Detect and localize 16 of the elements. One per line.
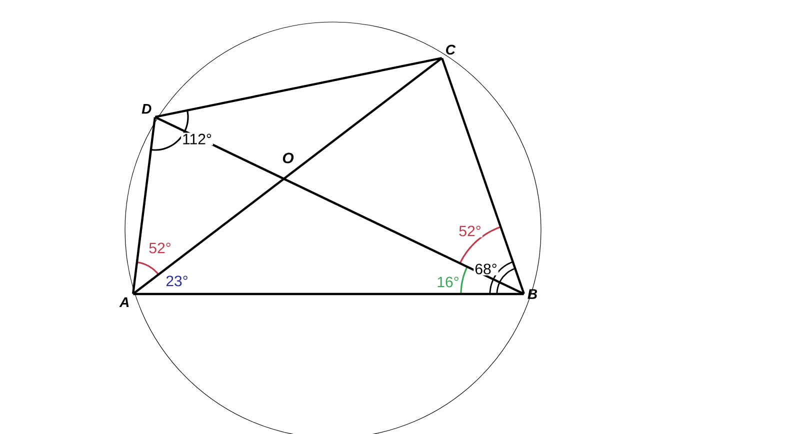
vertex-label: C bbox=[446, 44, 456, 55]
line-segment bbox=[441, 58, 525, 294]
vertex-label: D bbox=[142, 104, 152, 114]
angle-label: 112° bbox=[181, 132, 213, 146]
line-segment bbox=[154, 116, 524, 295]
angle-label: 68° bbox=[474, 262, 498, 276]
vertex-label: A bbox=[119, 297, 129, 307]
line-segment bbox=[132, 117, 156, 294]
angle-label: 52° bbox=[148, 242, 172, 254]
angle-label: O bbox=[281, 152, 295, 164]
angle-label: 52° bbox=[458, 224, 482, 238]
angle-label: 16° bbox=[436, 276, 460, 288]
line-segment bbox=[154, 56, 442, 118]
line-segment bbox=[133, 292, 524, 296]
angle-label: 23° bbox=[164, 274, 190, 288]
line-segment bbox=[132, 57, 443, 295]
